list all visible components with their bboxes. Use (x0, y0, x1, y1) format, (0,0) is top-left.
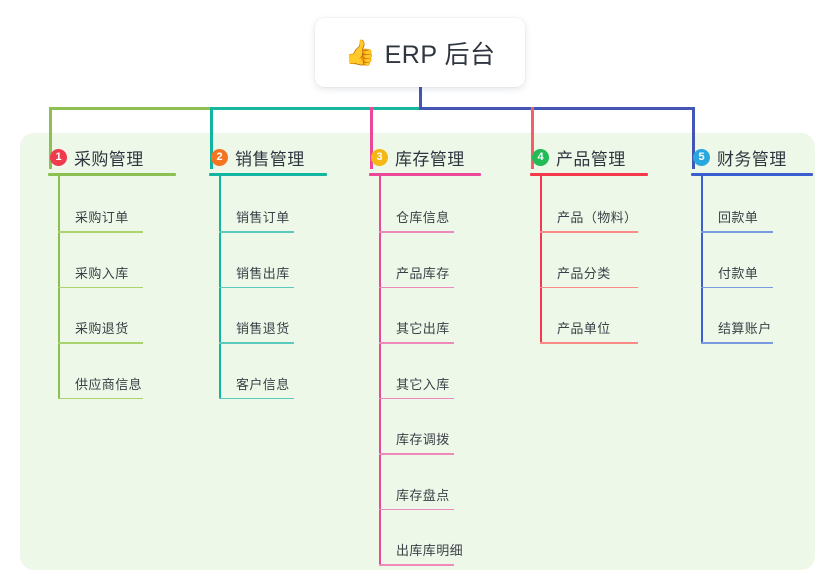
child-item-2-2[interactable]: 销售出库 (236, 265, 290, 281)
child-item-3-3[interactable]: 其它出库 (396, 321, 450, 336)
child-item-4-2[interactable]: 产品分类 (557, 265, 611, 281)
branch-badge-3: 3 (371, 149, 388, 166)
branch-underline-5 (691, 173, 813, 176)
child-item-1-2[interactable]: 采购入库 (75, 265, 129, 281)
child-underline-2-2 (219, 286, 294, 289)
child-underline-1-1 (58, 231, 143, 233)
branch-spine-3 (379, 176, 381, 564)
child-underline-3-7 (379, 564, 454, 566)
child-underline-3-6 (379, 508, 454, 511)
child-item-2-1[interactable]: 销售订单 (236, 210, 290, 225)
branch-drop-line-5 (691, 107, 695, 169)
branch-spine-4 (540, 176, 542, 342)
branch-badge-1: 1 (50, 149, 67, 166)
child-item-3-1[interactable]: 仓库信息 (396, 210, 450, 225)
branch-underline-4 (530, 173, 648, 176)
bus-segment-right (418, 107, 695, 110)
branch-drop-line-4 (530, 107, 534, 169)
branch-title-2: 销售管理 (235, 150, 305, 169)
child-item-3-6[interactable]: 库存盘点 (396, 487, 450, 503)
branch-badge-4: 4 (532, 149, 549, 166)
branch-badge-2: 2 (211, 149, 228, 166)
branch-title-1: 采购管理 (74, 150, 144, 169)
child-item-4-3[interactable]: 产品单位 (557, 321, 611, 336)
root-node[interactable]: 👍 ERP 后台 (315, 18, 525, 87)
branch-underline-2 (209, 173, 327, 176)
branch-underline-1 (48, 173, 176, 176)
child-underline-2-3 (219, 342, 294, 344)
root-node-title: ERP 后台 (384, 40, 496, 69)
child-underline-5-1 (701, 231, 773, 233)
child-underline-3-1 (379, 231, 454, 233)
child-item-3-7[interactable]: 出库库明细 (396, 543, 464, 558)
thumbs-up-icon: 👍 (344, 38, 376, 67)
child-item-3-2[interactable]: 产品库存 (396, 265, 450, 281)
branch-title-4: 产品管理 (556, 150, 626, 169)
child-underline-4-2 (540, 286, 638, 289)
child-item-5-2[interactable]: 付款单 (718, 265, 759, 281)
branch-drop-line-2 (209, 107, 213, 169)
child-item-4-1[interactable]: 产品（物料） (557, 210, 638, 225)
root-node-content: 👍 ERP 后台 (344, 35, 495, 71)
child-underline-2-1 (219, 231, 294, 233)
branch-header-2[interactable]: 2 销售管理 (211, 145, 305, 170)
branch-header-5[interactable]: 5 财务管理 (693, 145, 787, 170)
child-underline-5-2 (701, 286, 773, 289)
bus-segment-left (48, 107, 213, 110)
child-item-3-5[interactable]: 库存调拨 (396, 432, 450, 447)
child-item-1-3[interactable]: 采购退货 (75, 321, 129, 336)
child-underline-3-2 (379, 286, 454, 289)
child-item-2-3[interactable]: 销售退货 (236, 321, 290, 336)
child-underline-4-3 (540, 342, 638, 344)
child-underline-1-3 (58, 342, 143, 344)
child-item-1-4[interactable]: 供应商信息 (75, 376, 143, 392)
branch-header-3[interactable]: 3 库存管理 (371, 145, 465, 170)
branch-spine-5 (701, 176, 703, 342)
child-underline-3-3 (379, 342, 454, 344)
diagram-panel (20, 133, 815, 570)
branch-title-5: 财务管理 (717, 150, 787, 169)
child-item-3-4[interactable]: 其它入库 (396, 376, 450, 392)
bus-segment-mid (209, 107, 422, 110)
child-item-5-1[interactable]: 回款单 (718, 210, 759, 225)
branch-drop-line-1 (48, 107, 52, 169)
child-underline-3-4 (379, 397, 454, 400)
branch-drop-line-3 (369, 107, 373, 169)
branch-title-3: 库存管理 (395, 150, 465, 169)
child-item-1-1[interactable]: 采购订单 (75, 210, 129, 225)
branch-header-4[interactable]: 4 产品管理 (532, 145, 626, 170)
child-underline-5-3 (701, 342, 773, 344)
child-underline-1-4 (58, 397, 143, 400)
child-underline-2-4 (219, 397, 294, 400)
child-underline-1-2 (58, 286, 143, 289)
child-item-5-3[interactable]: 结算账户 (718, 321, 772, 336)
branch-badge-5: 5 (693, 149, 710, 166)
child-underline-4-1 (540, 231, 638, 233)
branch-header-1[interactable]: 1 采购管理 (50, 145, 144, 170)
root-trunk-line (418, 87, 422, 110)
child-item-2-4[interactable]: 客户信息 (236, 376, 290, 392)
child-underline-3-5 (379, 453, 454, 455)
branch-underline-3 (369, 173, 481, 176)
